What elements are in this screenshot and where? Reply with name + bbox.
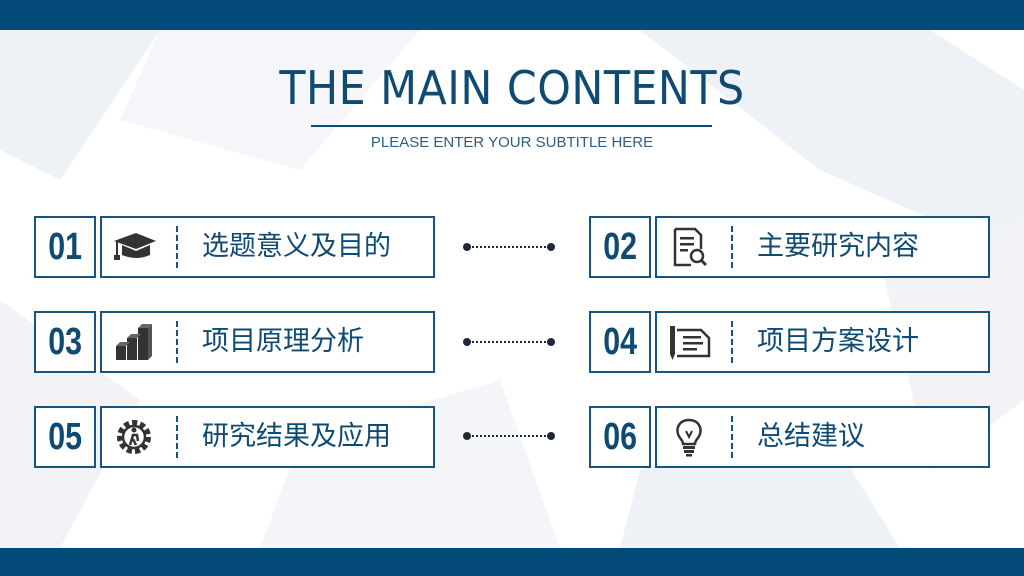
item-box: 主要研究内容 <box>655 216 990 278</box>
document-search-icon <box>667 227 711 267</box>
item-label: 项目原理分析 <box>202 326 364 357</box>
bottom-band <box>0 548 1024 576</box>
content-item-03[interactable]: 03 项目原理分析 <box>34 311 435 373</box>
item-box: 项目原理分析 <box>100 311 435 373</box>
content-item-04[interactable]: 04 项目方案设计 <box>589 311 990 373</box>
item-label: 研究结果及应用 <box>202 421 391 452</box>
content-item-01[interactable]: 01 选题意义及目的 <box>34 216 435 278</box>
item-separator <box>731 226 733 268</box>
item-box: 项目方案设计 <box>655 311 990 373</box>
top-band <box>0 0 1024 30</box>
content-item-02[interactable]: 02 主要研究内容 <box>589 216 990 278</box>
item-label: 选题意义及目的 <box>202 231 391 262</box>
graduation-cap-icon <box>112 227 156 267</box>
item-label: 主要研究内容 <box>757 231 919 262</box>
item-number: 02 <box>589 216 651 278</box>
pen-paper-icon <box>667 322 711 362</box>
connector-row-1 <box>463 243 555 251</box>
connector-line <box>469 341 549 343</box>
content-item-06[interactable]: 06 总结建议 <box>589 406 990 468</box>
lightbulb-icon <box>667 417 711 457</box>
page-title: THE MAIN CONTENTS <box>279 61 745 115</box>
connector-dot <box>463 338 471 346</box>
connector-dot <box>463 243 471 251</box>
item-number: 06 <box>589 406 651 468</box>
item-box: 研究结果及应用 <box>100 406 435 468</box>
gear-person-icon <box>112 417 156 457</box>
content-item-05[interactable]: 05 研究结果及应用 <box>34 406 435 468</box>
connector-dot <box>547 338 555 346</box>
item-box: 选题意义及目的 <box>100 216 435 278</box>
page-subtitle: PLEASE ENTER YOUR SUBTITLE HERE <box>370 134 654 151</box>
item-label: 项目方案设计 <box>757 326 919 357</box>
item-number: 04 <box>589 311 651 373</box>
connector-dot <box>547 243 555 251</box>
bar-blocks-icon <box>112 322 156 362</box>
item-separator <box>176 226 178 268</box>
item-number: 01 <box>34 216 96 278</box>
item-box: 总结建议 <box>655 406 990 468</box>
item-separator <box>176 321 178 363</box>
item-label: 总结建议 <box>757 421 865 452</box>
connector-row-2 <box>463 338 555 346</box>
item-separator <box>176 416 178 458</box>
connector-line <box>469 435 549 437</box>
title-underline <box>311 125 712 127</box>
item-number: 05 <box>34 406 96 468</box>
connector-dot <box>547 432 555 440</box>
connector-dot <box>463 432 471 440</box>
connector-row-3 <box>463 432 555 440</box>
connector-line <box>469 246 549 248</box>
item-number: 03 <box>34 311 96 373</box>
item-separator <box>731 416 733 458</box>
item-separator <box>731 321 733 363</box>
